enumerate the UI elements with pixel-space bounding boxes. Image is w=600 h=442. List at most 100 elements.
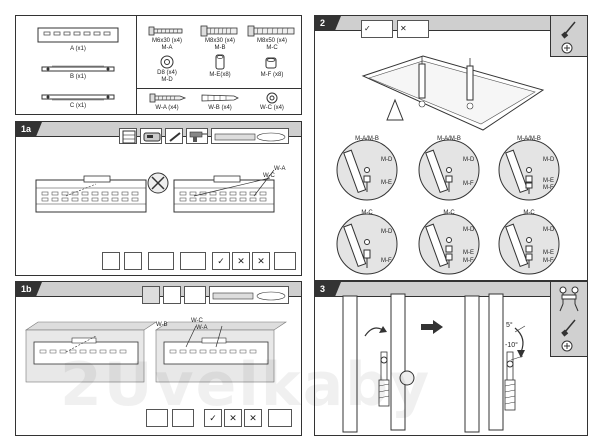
step-1b-power-drill-icon bbox=[268, 409, 292, 427]
washer-wc-icon bbox=[266, 92, 278, 104]
callout-2-header: M-A/M-B bbox=[437, 136, 461, 142]
step-3-number: 3 bbox=[315, 282, 341, 296]
screwdriver-icon bbox=[561, 319, 576, 337]
screw-m6x30-label: M6x30 (x4) bbox=[151, 38, 182, 44]
screw-m8x30-code: M-B bbox=[214, 45, 226, 51]
check-icon: ✓ bbox=[364, 24, 371, 33]
step-1b-drill-bit-icon bbox=[209, 286, 289, 304]
step-1b-wall-icon bbox=[142, 286, 160, 304]
spacer-mf-icon bbox=[265, 57, 277, 69]
screw-m8x50-code: M-C bbox=[266, 45, 278, 51]
cross-icon: ✕ bbox=[229, 413, 237, 423]
plus-circle-icon bbox=[561, 340, 573, 352]
step-1a-hand-drill-icon bbox=[148, 252, 174, 270]
step-1a-label-wa: W-A bbox=[274, 166, 286, 172]
callout-1-item-1: M-D bbox=[381, 157, 393, 163]
anchor-wb-icon bbox=[201, 94, 239, 102]
callout-circles bbox=[336, 139, 560, 275]
screw-m8x50-label: M8x50 (x4) bbox=[256, 38, 287, 44]
step-1b-pencil-icon bbox=[163, 286, 181, 304]
cross-icon: ✕ bbox=[249, 413, 257, 423]
parts-panel: A (x1) B (x1) C (x1) M6x30 (x4) M-A M8x3… bbox=[15, 15, 302, 115]
step-3-tilt-drawing bbox=[464, 293, 526, 433]
washer-d8-label: D8 (x4) bbox=[157, 70, 177, 76]
stud-finder-icon bbox=[140, 128, 162, 144]
step-3-arrow-right-icon bbox=[421, 320, 443, 334]
step-1a-wall-icon bbox=[102, 252, 120, 270]
step-2-header bbox=[315, 16, 587, 31]
step-3-hooking-drawing bbox=[342, 293, 415, 433]
step-1b-panel: 1b W-B W-C W-A ✓ ✕ ✕ bbox=[15, 281, 302, 436]
screw-m8x30-icon bbox=[200, 25, 238, 37]
cross-icon: ✕ bbox=[257, 256, 265, 266]
plate-a-label: A (x1) bbox=[70, 46, 86, 52]
level-circle-icon bbox=[147, 172, 169, 194]
plate-c-label: C (x1) bbox=[69, 103, 87, 109]
tilt-up-label: 5° bbox=[506, 322, 513, 329]
step-1a-pencil-mark-icon bbox=[124, 252, 142, 270]
plate-b-label: B (x1) bbox=[69, 74, 86, 80]
callout-1-item-2: M-E bbox=[381, 180, 392, 186]
cross-icon: ✕ bbox=[400, 24, 407, 33]
callout-5-item-1: M-D bbox=[463, 227, 475, 233]
two-people-icon bbox=[559, 286, 579, 312]
plate-a-drawing bbox=[37, 27, 119, 43]
step-1a-wall-plate-left bbox=[35, 175, 147, 213]
step-1a-option-check-icon: ✓ bbox=[212, 252, 230, 270]
callout-1-header: M-A/M-B bbox=[355, 136, 379, 142]
step-1b-wall-right bbox=[155, 321, 287, 383]
screw-m6x30-icon bbox=[148, 26, 183, 36]
step-2-screw-check-icon: ✓ bbox=[361, 20, 393, 38]
callout-2-item-1: M-D bbox=[463, 157, 475, 163]
callout-3-item-3: M-F bbox=[543, 185, 554, 191]
step-2-screw-cross-icon: ✕ bbox=[397, 20, 429, 38]
lag-bolt-wa-icon bbox=[149, 93, 187, 103]
washer-wc-label: W-C (x4) bbox=[260, 105, 284, 111]
callout-5-item-2: M-E bbox=[463, 250, 474, 256]
washer-d8-code: M-D bbox=[161, 77, 173, 83]
drill-bit-icon bbox=[211, 128, 289, 144]
step-1b-label-wa: W-A bbox=[196, 325, 208, 331]
step-1b-anchor-icon bbox=[146, 409, 168, 427]
step-1a-panel: 1a bbox=[15, 121, 302, 276]
screw-m8x30-label: M8x30 (x4) bbox=[204, 38, 235, 44]
step-3-tool-column bbox=[550, 282, 587, 357]
step-1a-number: 1a bbox=[16, 122, 42, 136]
wall-type-icon bbox=[119, 128, 137, 144]
check-icon: ✓ bbox=[217, 256, 225, 266]
step-1b-hammer-icon bbox=[172, 409, 194, 427]
step-1b-option-cross-icon-1: ✕ bbox=[224, 409, 242, 427]
callout-2-item-2: M-F bbox=[463, 181, 474, 187]
cross-icon: ✕ bbox=[237, 256, 245, 266]
plate-b-drawing bbox=[41, 65, 115, 72]
step-2-number: 2 bbox=[315, 16, 341, 30]
check-icon: ✓ bbox=[209, 413, 217, 423]
step-2-tv-back-drawing bbox=[361, 55, 545, 131]
callout-5-header: M-C bbox=[443, 210, 455, 216]
screw-m8x50-icon bbox=[247, 25, 295, 37]
callout-6-item-1: M-D bbox=[543, 227, 555, 233]
callout-3-item-2: M-E bbox=[543, 178, 554, 184]
step-1a-screwdriver-icon bbox=[180, 252, 206, 270]
screwdriver-icon bbox=[561, 21, 576, 39]
callout-6-item-2: M-E bbox=[543, 250, 554, 256]
step-2-panel: 2 ✓ ✕ M-A/M-B M-D M-E M-A/M bbox=[314, 15, 588, 281]
step-1b-label-wb: W-B bbox=[156, 322, 168, 328]
lag-bolt-wa-label: W-A (x4) bbox=[155, 105, 179, 111]
washer-d8-icon bbox=[160, 55, 174, 69]
parts-divider-horizontal bbox=[136, 88, 301, 89]
parts-divider-vertical bbox=[136, 16, 137, 114]
step-1a-option-cross-icon-1: ✕ bbox=[232, 252, 250, 270]
spacer-mf-label: M-F (x8) bbox=[260, 72, 284, 78]
callout-4-header: M-C bbox=[361, 210, 373, 216]
step-1b-option-check-icon: ✓ bbox=[204, 409, 222, 427]
step-1a-power-drill-icon bbox=[274, 252, 296, 270]
step-1b-number: 1b bbox=[16, 282, 42, 296]
step-2-tool-corner bbox=[550, 16, 587, 57]
callout-4-item-1: M-D bbox=[381, 229, 393, 235]
drill-icon bbox=[186, 128, 208, 144]
step-1b-wall-left bbox=[25, 321, 157, 383]
step-1a-wall-plate-right bbox=[173, 169, 275, 213]
plus-circle-icon bbox=[561, 42, 573, 54]
step-1b-drill-icon bbox=[184, 286, 206, 304]
